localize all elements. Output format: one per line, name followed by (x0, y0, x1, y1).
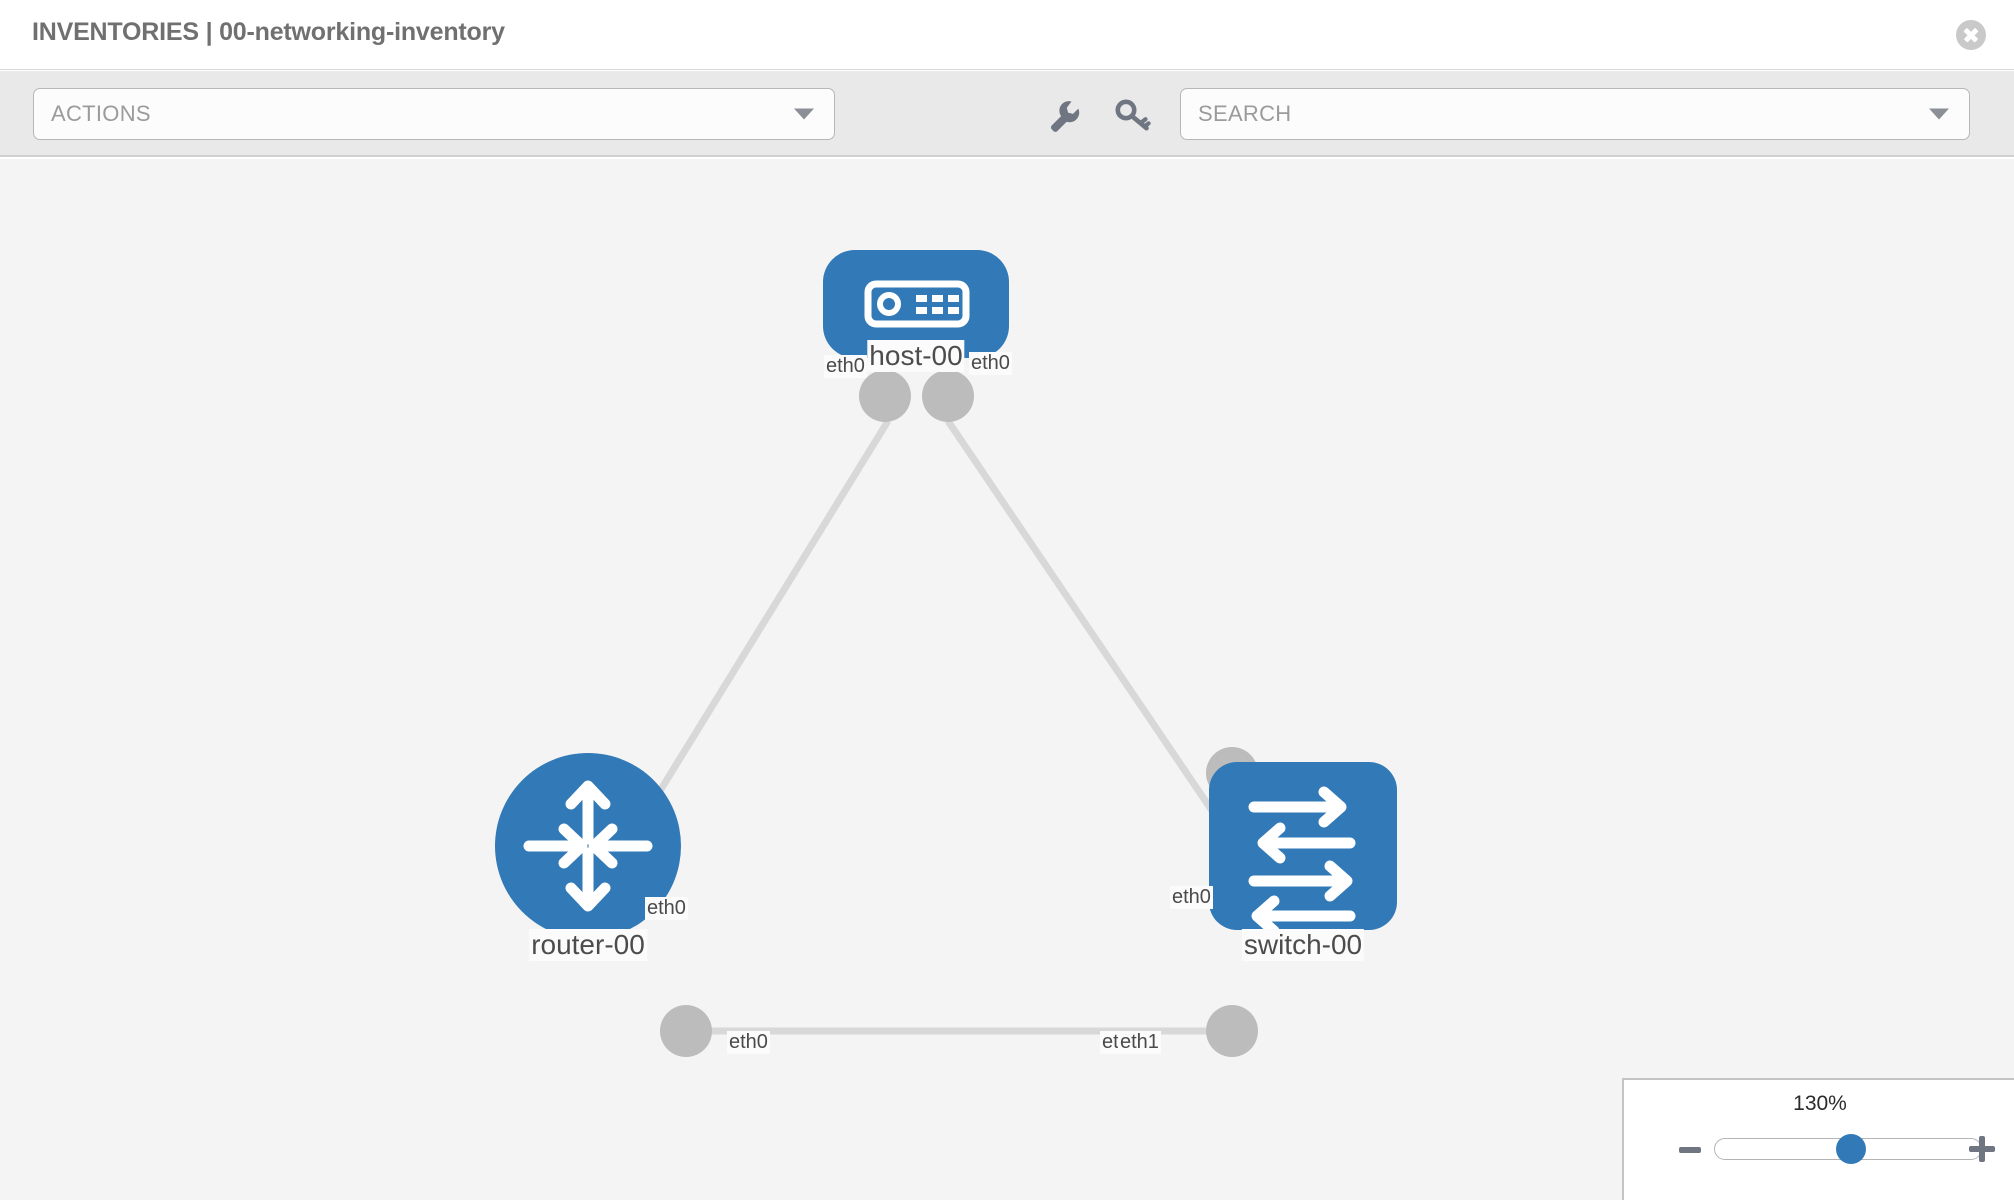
close-icon[interactable] (1956, 20, 1986, 50)
search-placeholder: SEARCH (1198, 101, 1292, 126)
chevron-down-icon (794, 108, 814, 120)
switch-arrows-icon (1248, 786, 1356, 937)
toolbar: ACTIONS SEARCH (0, 71, 2014, 157)
port-host-right[interactable] (922, 370, 974, 422)
iface-label-host-left: eth0 (824, 355, 867, 378)
node-label-router-00: router-00 (529, 929, 647, 961)
iface-label-router-right: eth0 (727, 1031, 770, 1054)
plus-icon[interactable] (1967, 1134, 1997, 1164)
iface-label-router-up: eth0 (645, 897, 688, 920)
iface-label-switch-left: eth1 (1118, 1031, 1161, 1054)
page-header: INVENTORIES | 00-networking-inventory (0, 0, 2014, 70)
zoom-level-value: 130% (1793, 1092, 1847, 1115)
server-icon (864, 280, 970, 328)
zoom-slider-track[interactable] (1714, 1134, 1982, 1164)
actions-dropdown[interactable]: ACTIONS (33, 88, 835, 140)
page-title: INVENTORIES | 00-networking-inventory (32, 18, 505, 46)
router-arrows-icon (523, 780, 653, 912)
port-router-right[interactable] (660, 1005, 712, 1057)
iface-label-switch-up: eth0 (1170, 886, 1213, 909)
minus-icon[interactable] (1679, 1147, 1701, 1153)
link-host-switch[interactable] (945, 419, 1241, 851)
zoom-slider-thumb[interactable] (1835, 1134, 1866, 1164)
node-label-host-00: host-00 (867, 340, 965, 372)
node-router-00[interactable] (495, 753, 681, 939)
port-host-left[interactable] (859, 370, 911, 422)
search-input[interactable]: SEARCH (1180, 88, 1970, 140)
node-label-switch-00: switch-00 (1241, 929, 1365, 961)
node-switch-00[interactable] (1209, 762, 1397, 937)
node-host-00[interactable] (823, 250, 1009, 358)
chevron-down-icon (1929, 108, 1949, 120)
link-router-host[interactable] (615, 419, 891, 861)
actions-dropdown-label: ACTIONS (51, 101, 151, 126)
iface-label-host-right: eth0 (969, 352, 1012, 375)
key-icon[interactable] (1113, 95, 1153, 135)
topology-graph (495, 250, 1397, 1057)
zoom-control-panel: 130% (1622, 1078, 2014, 1200)
topology-canvas[interactable]: host-00 router-00 switch-00 eth0 eth0 et… (0, 159, 2014, 1200)
plus-icon-vertical (1979, 1136, 1985, 1162)
wrench-icon[interactable] (1044, 95, 1084, 135)
port-switch-left[interactable] (1206, 1005, 1258, 1057)
